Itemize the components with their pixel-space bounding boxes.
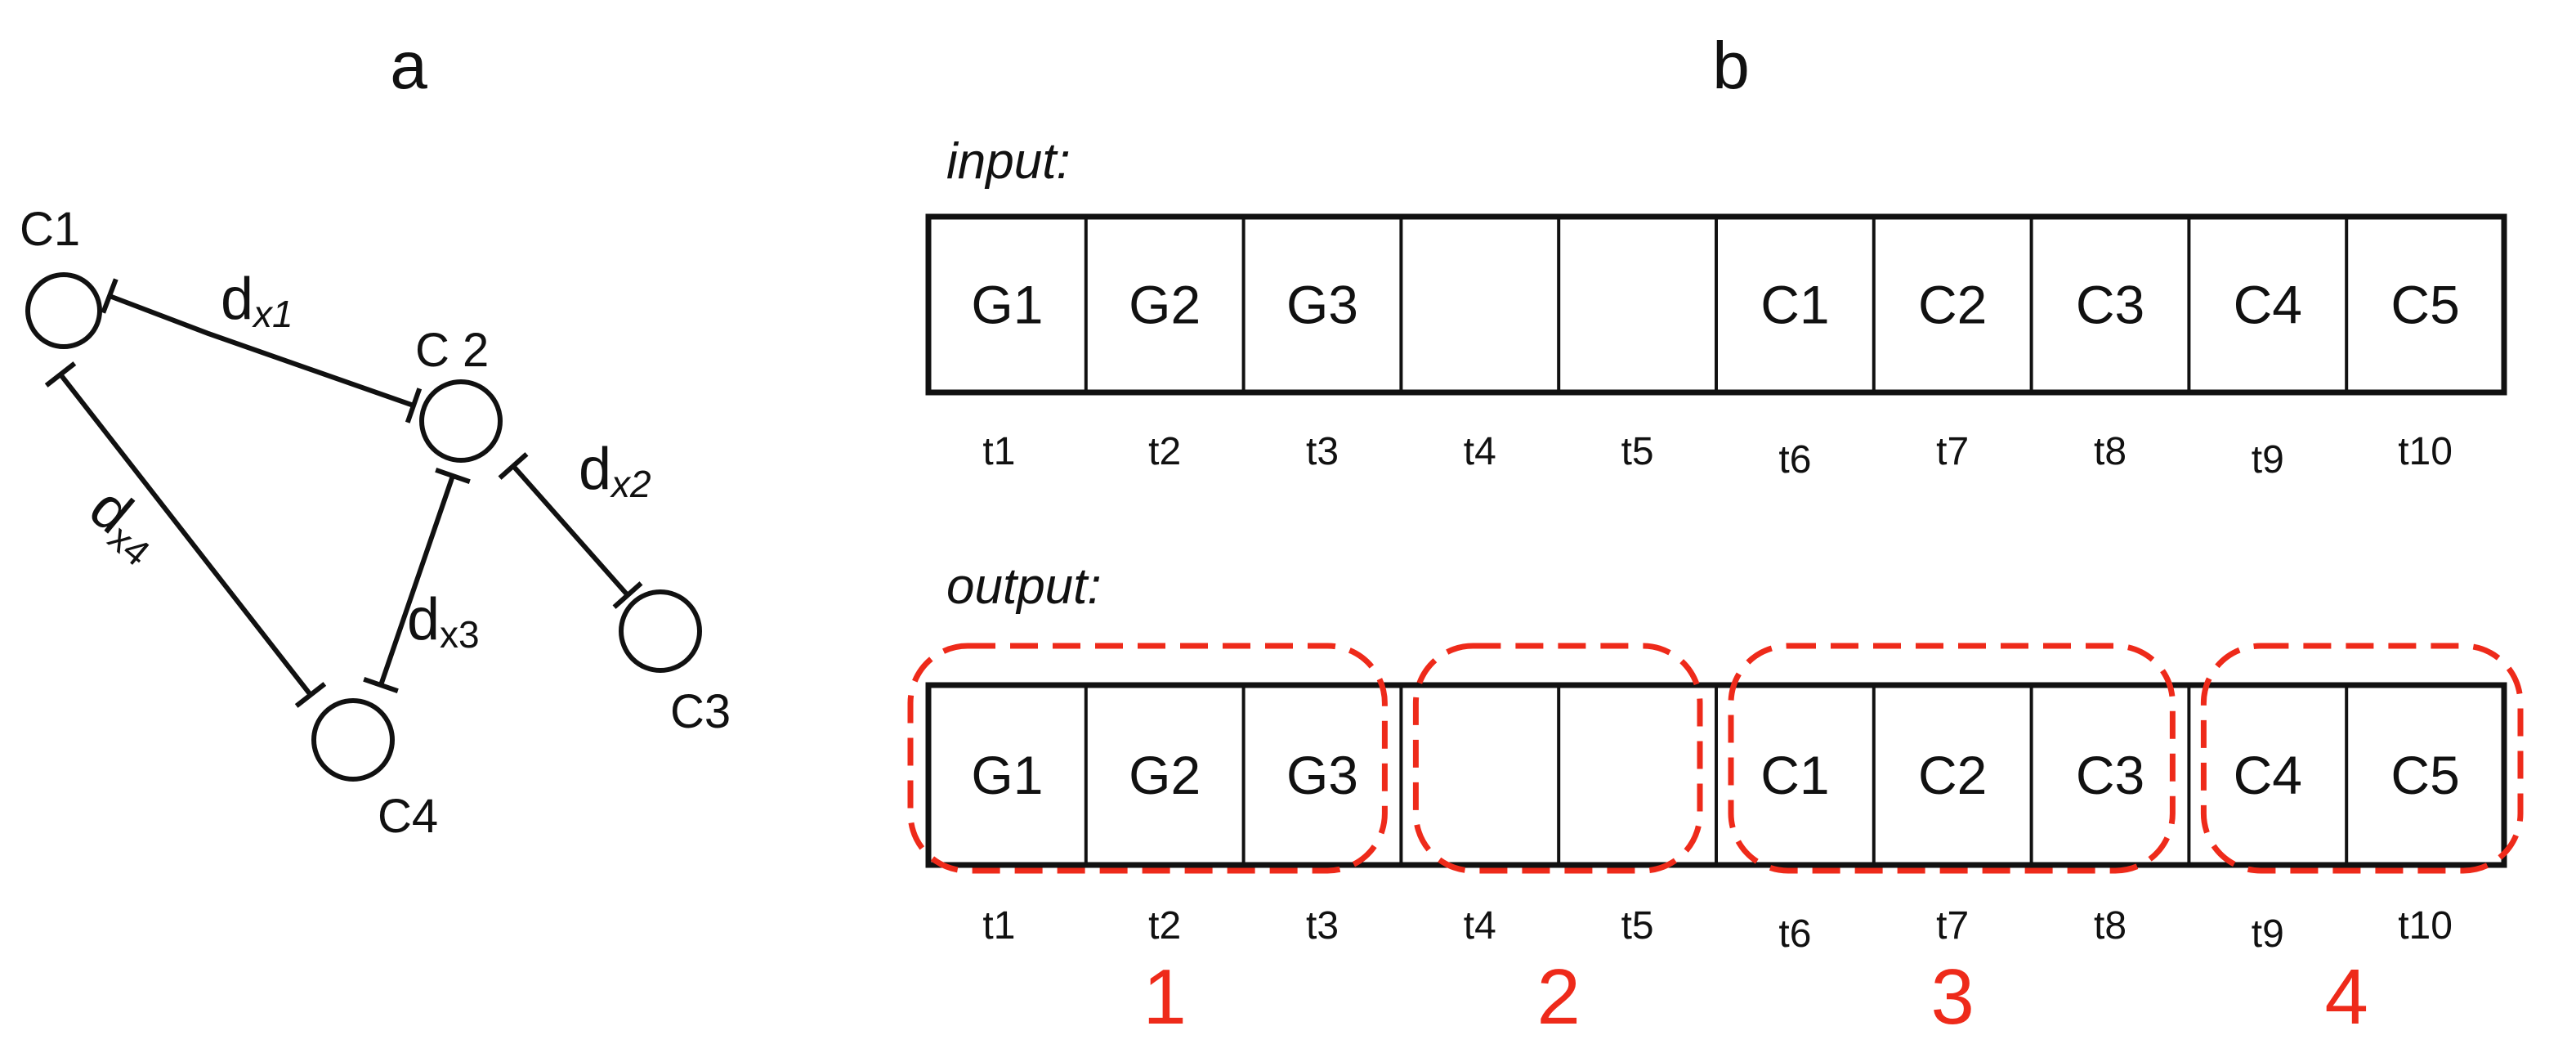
panel-b-label: b [1712, 29, 1750, 103]
output-time-3: t3 [1306, 904, 1339, 948]
input-time-8: t8 [2094, 430, 2127, 473]
output-time-7: t7 [1936, 904, 1969, 948]
edge-c2-c3 [511, 464, 630, 597]
output-time-4: t4 [1464, 904, 1496, 948]
edge-label-x1: dx1 [221, 267, 293, 335]
output-time-1: t1 [982, 904, 1015, 948]
node-label-c4: C4 [378, 790, 438, 843]
edge-c1-c4 [58, 373, 313, 697]
group-label-1: 1 [1143, 953, 1187, 1041]
group-label-3: 3 [1931, 953, 1974, 1041]
group-label-4: 4 [2325, 953, 2368, 1041]
input-cell-3: G3 [1286, 275, 1358, 335]
edge-cap [101, 278, 119, 314]
node-label-c3: C3 [670, 685, 731, 738]
output-cell-8: C3 [2076, 745, 2144, 805]
edge-label-x4: dx4 [75, 475, 175, 574]
input-cell-9: C4 [2234, 275, 2302, 335]
input-cell-10: C5 [2390, 275, 2459, 335]
edge-cap [363, 677, 399, 693]
node-c2 [419, 379, 503, 463]
node-c3 [619, 589, 702, 673]
graph-edges: dx1 dx2 dx3 dx4 [44, 267, 651, 708]
input-cell-7: C2 [1918, 275, 1987, 335]
edge-label-x2: dx2 [579, 437, 651, 505]
output-cell-1: G1 [971, 745, 1043, 805]
group-outlines: 1 2 3 4 [907, 643, 2524, 1041]
node-label-c1: C1 [20, 203, 80, 256]
edge-cap [498, 452, 529, 480]
group-outline-1 [907, 643, 1388, 874]
output-time-6: t6 [1778, 912, 1811, 956]
input-time-6: t6 [1778, 438, 1811, 482]
output-cell-9: C4 [2234, 745, 2302, 805]
node-c1 [25, 272, 102, 349]
edge-c1-c2 [108, 294, 414, 408]
group-outline-4 [2200, 643, 2524, 874]
edge-cap [294, 682, 327, 708]
input-time-4: t4 [1464, 430, 1496, 473]
output-time-2: t2 [1148, 904, 1181, 948]
edge-cap [435, 468, 471, 484]
input-time-10: t10 [2398, 430, 2453, 473]
node-c4 [311, 698, 395, 782]
input-time-5: t5 [1621, 430, 1654, 473]
edge-cap [44, 361, 77, 388]
panel-a-label: a [390, 29, 427, 103]
group-label-2: 2 [1537, 953, 1581, 1041]
edge-cap [612, 581, 643, 609]
input-sequence-row: G1 t1 G2 t2 G3 t3 t4 t5 C1 t6 C2 t7 C3 t8 C4 t9 C5 t10 [925, 213, 2507, 482]
output-sequence-row: G1 t1 G2 t2 G3 t3 t4 t5 C1 t6 C2 t7 C3 t8 C4 t9 C5 t10 [925, 682, 2507, 956]
input-time-3: t3 [1306, 430, 1339, 473]
output-time-10: t10 [2398, 904, 2453, 948]
input-cell-1: G1 [971, 275, 1043, 335]
input-label: input: [946, 133, 1071, 190]
input-cell-6: C1 [1760, 275, 1829, 335]
output-time-5: t5 [1621, 904, 1654, 948]
input-time-7: t7 [1936, 430, 1969, 473]
output-cell-3: G3 [1286, 745, 1358, 805]
input-cell-2: G2 [1129, 275, 1201, 335]
edge-c2-c4 [378, 475, 455, 686]
input-cell-8: C3 [2076, 275, 2144, 335]
output-cell-2: G2 [1129, 745, 1201, 805]
output-time-8: t8 [2094, 904, 2127, 948]
input-time-1: t1 [982, 430, 1015, 473]
edge-cap [405, 388, 423, 423]
output-cell-6: C1 [1760, 745, 1829, 805]
group-outline-3 [1728, 643, 2176, 874]
output-time-9: t9 [2252, 912, 2284, 956]
edge-label-x3: dx3 [407, 587, 480, 656]
output-cell-10: C5 [2390, 745, 2459, 805]
input-time-2: t2 [1148, 430, 1181, 473]
group-outline-2 [1412, 643, 1703, 874]
input-time-9: t9 [2252, 438, 2284, 482]
node-label-c2: C 2 [415, 324, 489, 377]
output-label: output: [946, 558, 1102, 615]
output-cell-7: C2 [1918, 745, 1987, 805]
